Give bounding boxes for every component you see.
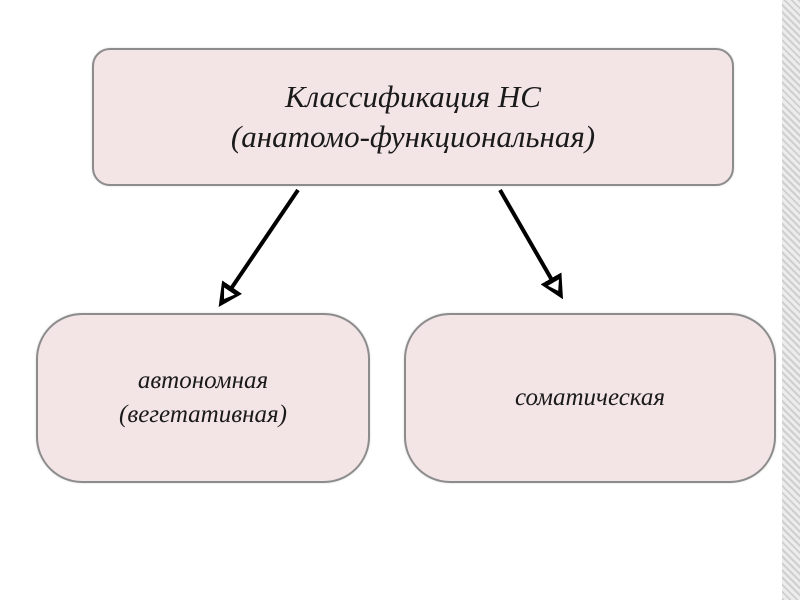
decorative-side-stripe: [782, 0, 800, 600]
autonomic-node-subtitle: (вегетативная): [119, 401, 287, 428]
somatic-node: соматическая: [404, 313, 776, 483]
autonomic-node: автономная (вегетативная): [36, 313, 370, 483]
root-node: Классификация НС (анатомо-функциональная…: [92, 48, 734, 186]
autonomic-node-title: автономная: [137, 367, 269, 394]
root-node-title: Классификация НС: [285, 79, 541, 114]
arrow-to-autonomic: [218, 188, 300, 307]
somatic-node-title: соматическая: [514, 384, 665, 411]
root-node-subtitle: (анатомо-функциональная): [230, 119, 596, 154]
arrow-to-somatic: [498, 189, 563, 300]
